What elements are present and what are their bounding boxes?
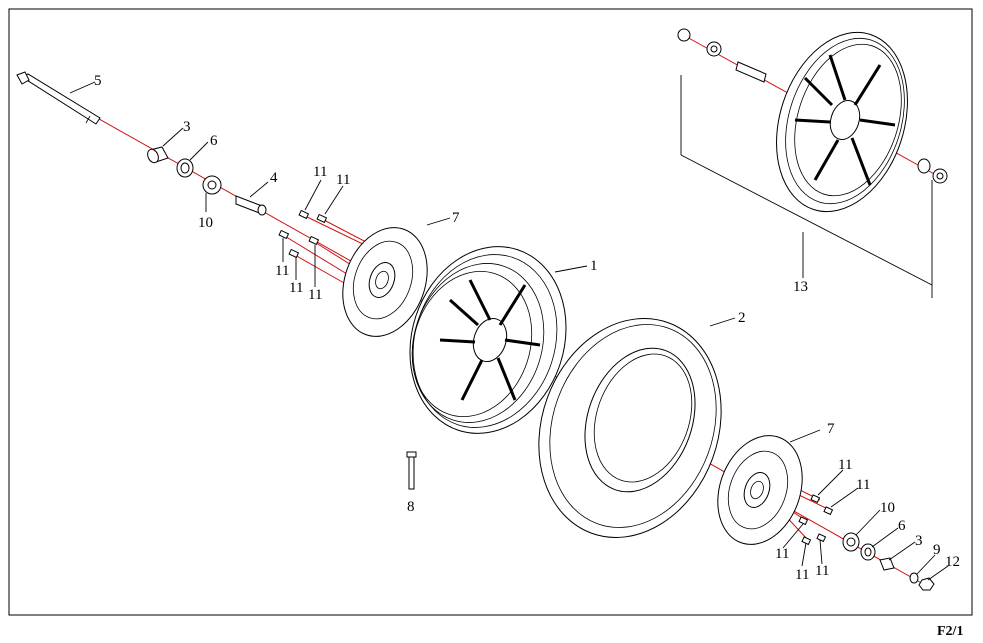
diagram-frame bbox=[8, 8, 973, 616]
label-11-h: 11 bbox=[775, 546, 789, 562]
bearing-left bbox=[202, 175, 222, 195]
label-10-left: 10 bbox=[198, 215, 213, 231]
label-11-c: 11 bbox=[275, 263, 289, 279]
label-11-g: 11 bbox=[856, 477, 870, 493]
disc-bolts-left bbox=[278, 209, 328, 259]
bearing-right bbox=[842, 532, 860, 552]
label-11-d: 11 bbox=[289, 280, 303, 296]
collar-part-right bbox=[879, 557, 895, 571]
axle-nut bbox=[918, 577, 935, 591]
brake-disc-right bbox=[717, 435, 803, 545]
label-11-i: 11 bbox=[795, 567, 809, 583]
leader-lines bbox=[69, 81, 949, 581]
label-11-j: 11 bbox=[815, 563, 829, 579]
label-1: 1 bbox=[590, 258, 598, 274]
brake-disc-left bbox=[342, 227, 428, 337]
oil-seal-right bbox=[860, 543, 876, 561]
label-11-a: 11 bbox=[313, 164, 327, 180]
label-4: 4 bbox=[270, 170, 278, 186]
distance-collar bbox=[235, 195, 267, 216]
washer bbox=[909, 572, 919, 584]
label-7-left: 7 bbox=[452, 210, 460, 226]
label-9: 9 bbox=[933, 542, 941, 558]
label-11-b: 11 bbox=[336, 172, 350, 188]
page-code: F2/1 bbox=[937, 624, 963, 639]
label-10-right: 10 bbox=[880, 500, 895, 516]
label-5: 5 bbox=[94, 73, 102, 89]
oil-seal-left bbox=[176, 158, 194, 178]
axle-part bbox=[16, 71, 101, 125]
disc-bolts-right bbox=[798, 494, 834, 546]
label-3-right: 3 bbox=[915, 533, 923, 549]
label-7-right: 7 bbox=[827, 421, 835, 437]
label-6-left: 6 bbox=[210, 133, 218, 149]
label-2: 2 bbox=[738, 310, 746, 326]
inset-wheel-assembly bbox=[677, 28, 948, 298]
label-12: 12 bbox=[945, 554, 960, 570]
tire bbox=[538, 318, 722, 538]
label-8: 8 bbox=[407, 499, 415, 515]
front-rim bbox=[409, 246, 567, 434]
valve-bolt bbox=[406, 451, 417, 490]
label-6-right: 6 bbox=[898, 518, 906, 534]
label-13: 13 bbox=[793, 279, 808, 295]
label-11-e: 11 bbox=[308, 287, 322, 303]
label-11-f: 11 bbox=[838, 457, 852, 473]
label-3-left: 3 bbox=[183, 119, 191, 135]
collar-part-left bbox=[147, 146, 169, 164]
